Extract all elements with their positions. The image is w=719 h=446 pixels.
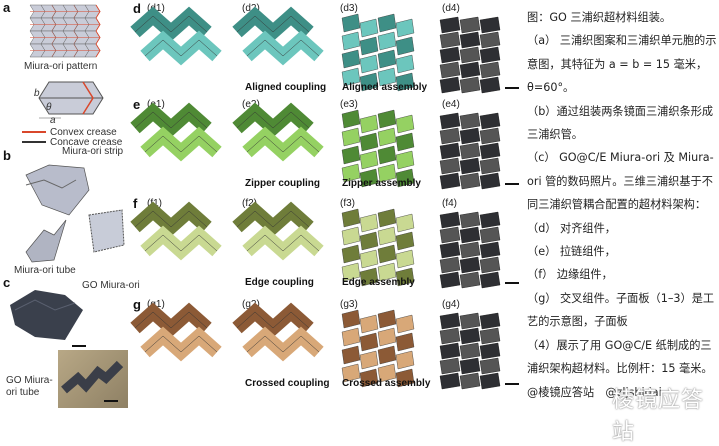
subpanel-label: (e3) [340,99,358,110]
crease-legend: Convex crease Concave crease [22,126,132,148]
subpanel-e1-illustration [130,102,222,162]
dim-b: b [34,88,40,99]
miura-pattern-caption: Miura-ori pattern [24,61,98,72]
subpanel-label: (f2) [242,198,257,209]
go-tube-photo [58,350,128,408]
subpanel-label: (g3) [340,299,358,310]
miura-tube-label: Miura-ori tube [14,265,76,276]
subpanel-label: (d2) [242,3,260,14]
caption-line: 图：GO 三浦织超材料组装。 [527,11,672,24]
dim-theta: θ [46,102,52,113]
subpanel-label: (g4) [442,299,460,310]
subpanel-label: (d4) [442,3,460,14]
subpanel-d1-illustration [130,6,222,66]
legend-label: Concave crease [50,136,123,148]
subpanel-f3-illustration [341,208,415,287]
subpanel-label: (e2) [242,99,260,110]
panel-label: g [133,297,141,312]
caption-line: @棱镜应答站 @zljshidai [527,385,662,399]
legend-concave: Concave crease [22,136,132,148]
subpanel-d3-illustration [341,13,415,92]
watermark: 棱镜应答站 [612,388,705,445]
miura-strip-diagram [25,164,125,263]
subpanel-d4-illustration [439,16,501,94]
subpanel-label: (e1) [147,99,165,110]
panel-label: d [133,1,141,16]
panel-a-label: a [3,0,11,15]
coupling-caption: Zipper coupling [245,178,320,189]
assembly-caption: Zipper assembly [342,178,421,189]
subpanel-g1-illustration [130,302,222,362]
dim-a: a [50,115,56,126]
subpanel-f2-illustration [232,201,324,261]
legend-label: Convex crease [50,126,117,138]
caption-line: （b）通过组装两条镜面三浦织条形成三浦织管。 [527,104,714,142]
panel-c-label: c [3,275,11,290]
scale-bar [505,282,519,284]
subpanel-e4-illustration [439,112,501,190]
subpanel-f4-illustration [439,211,501,289]
assembly-caption: Crossed assembly [342,378,431,389]
subpanel-e2-illustration [232,102,324,162]
caption-line: （g） 交叉组件。子面板（1–3）是工艺的示意图，子面板 [527,291,715,329]
subpanel-label: (e4) [442,99,460,110]
caption-line: （c） GO@C/E Miura-ori 及 Miura-ori 管的数码照片。… [527,151,714,212]
subpanel-label: (f3) [340,198,355,209]
miura-pattern-diagram [29,4,101,58]
scale-bar [505,87,519,89]
coupling-caption: Crossed coupling [245,378,330,389]
caption-line: （a） 三浦织图案和三浦织单元胞的示意图，其特征为 a = b = 15 毫米，… [527,34,717,95]
go-tube-label: GO Miura-ori tube [6,375,53,398]
scale-bar [505,183,519,185]
caption-line: （d） 对齐组件， [527,221,616,235]
subpanel-d2-illustration [232,6,324,66]
panel-b-label: b [3,148,11,163]
go-miura-label: GO Miura-ori [82,280,140,291]
unit-cell-diagram [38,81,104,119]
coupling-caption: Aligned coupling [245,82,327,93]
subpanel-e3-illustration [341,109,415,188]
scale-bar [104,400,118,402]
panel-label: e [133,97,141,112]
go-miura-photo [10,290,83,340]
convex-swatch [22,131,46,133]
concave-swatch [22,141,46,143]
subpanel-g4-illustration [439,312,501,390]
scale-bar [72,345,86,347]
figure-caption: 图：GO 三浦织超材料组装。 （a） 三浦织图案和三浦织单元胞的示意图，其特征为 … [527,6,717,404]
subpanel-label: (d3) [340,3,358,14]
scale-bar [505,383,519,385]
assembly-caption: Edge assembly [342,277,415,288]
subpanel-label: (f4) [442,198,457,209]
caption-line: （e） 拉链组件， [527,245,616,259]
caption-line: （4）展示了用 GO@C/E 纸制成的三浦织架构超材料。比例杆：15 毫米。 [527,338,713,376]
panel-label: f [133,196,138,211]
subpanel-label: (g2) [242,299,260,310]
subpanel-label: (g1) [147,299,165,310]
miura-strip-label: Miura-ori strip [62,146,124,157]
caption-line: （f） 边缘组件， [527,268,613,282]
subpanel-f1-illustration [130,201,222,261]
assembly-caption: Aligned assembly [342,82,428,93]
subpanel-g3-illustration [341,309,415,388]
subpanel-g2-illustration [232,302,324,362]
legend-convex: Convex crease [22,126,132,138]
subpanel-label: (d1) [147,3,165,14]
coupling-caption: Edge coupling [245,277,314,288]
